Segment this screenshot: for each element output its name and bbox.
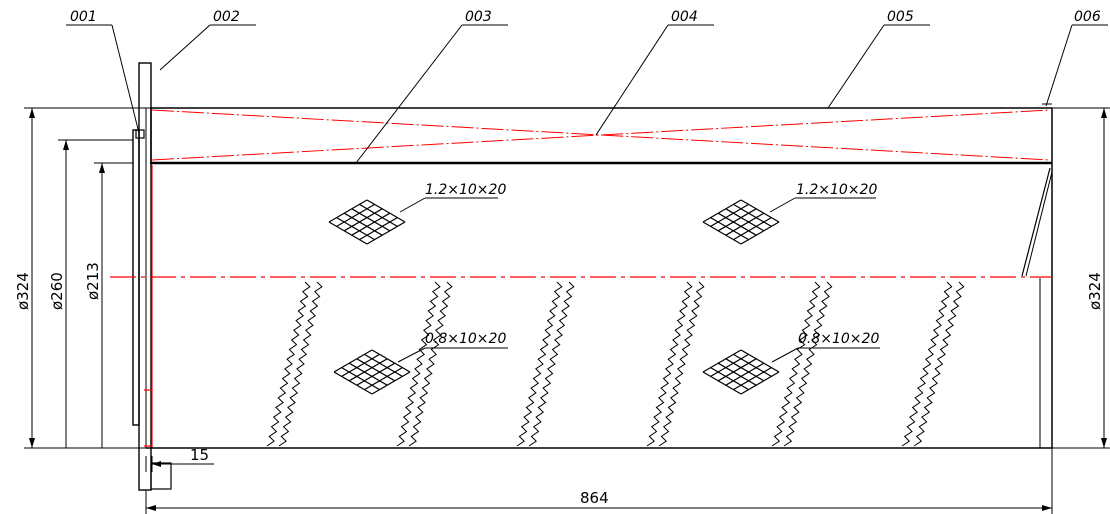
dim-outer-diameter-left: ø324 <box>14 272 32 310</box>
mesh-spec-lower-left: 0.8×10×20 <box>425 331 506 347</box>
spiral-seams <box>266 281 965 447</box>
mesh-grids <box>328 199 780 395</box>
right-bevel <box>1021 167 1051 277</box>
mesh-grid <box>702 349 780 395</box>
mesh-spec-upper-right: 1.2×10×20 <box>796 182 877 198</box>
spiral-seam-line <box>783 281 833 447</box>
part-label-005: 005 <box>887 9 914 25</box>
dim-outer-diameter-right: ø324 <box>1086 272 1104 310</box>
spiral-seam-line <box>658 281 705 447</box>
part-label-006: 006 <box>1074 9 1101 25</box>
spiral-seam-line <box>528 281 575 447</box>
part-label-001: 001 <box>70 9 97 25</box>
mesh-grid <box>702 199 780 245</box>
part-label-002: 002 <box>213 9 240 25</box>
spiral-seam-line <box>396 281 441 447</box>
mesh-spec-lower-right: 0.8×10×20 <box>798 331 879 347</box>
filter-body <box>146 103 1053 449</box>
spiral-seam-line <box>771 281 821 447</box>
dim-flange-thickness: 15 <box>190 446 209 464</box>
mesh-labels: 1.2×10×20 1.2×10×20 0.8×10×20 0.8×10×20 <box>397 182 880 363</box>
dim-overall-length: 864 <box>580 489 609 507</box>
dimensions: ø324 ø260 ø213 ø324 15 864 <box>14 107 1110 514</box>
spiral-seam-line <box>646 281 693 447</box>
mesh-grid <box>328 199 406 245</box>
part-label-004: 004 <box>671 9 698 25</box>
spiral-seam-line <box>516 281 563 447</box>
red-construction-lines <box>110 109 1052 278</box>
dim-diameter-213: ø213 <box>84 262 102 300</box>
spiral-seam-line <box>901 281 953 447</box>
part-callouts: 001 002 003 004 005 006 <box>66 9 1108 164</box>
spiral-seam-line <box>408 281 453 447</box>
mesh-grid <box>333 349 411 395</box>
spiral-seam-line <box>913 281 965 447</box>
dim-diameter-260: ø260 <box>48 272 66 310</box>
right-bevel-2 <box>1025 171 1053 277</box>
spiral-seam-line <box>278 281 323 447</box>
part-label-003: 003 <box>465 9 492 25</box>
mesh-spec-upper-left: 1.2×10×20 <box>425 182 506 198</box>
seal-square-001 <box>135 129 145 139</box>
spiral-seam-line <box>266 281 311 447</box>
